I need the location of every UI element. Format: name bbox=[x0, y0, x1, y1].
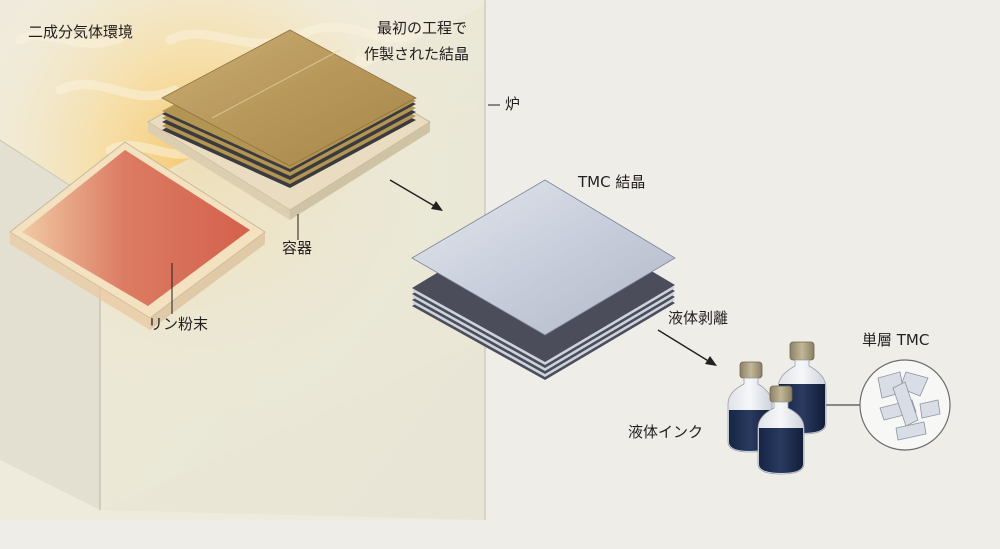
arrow-to-vials bbox=[657, 329, 711, 363]
tmc-crystal-stack bbox=[411, 179, 676, 380]
label-first-crystal-line1: 最初の工程で bbox=[377, 19, 468, 37]
label-phosphorus: リン粉末 bbox=[148, 315, 209, 333]
monolayer-zoom bbox=[859, 359, 951, 451]
phosphorus-tray bbox=[9, 141, 266, 330]
label-environment: 二成分気体環境 bbox=[28, 23, 134, 41]
arrow-to-tmc bbox=[389, 179, 437, 208]
label-monolayer: 単層 TMC bbox=[862, 331, 930, 349]
label-exfoliation: 液体剥離 bbox=[668, 309, 729, 327]
label-first-crystal-line2: 作製された結晶 bbox=[364, 45, 470, 63]
leader-lines bbox=[171, 104, 860, 406]
arrows bbox=[389, 179, 717, 366]
label-furnace: 炉 bbox=[505, 95, 521, 113]
label-container: 容器 bbox=[282, 239, 313, 257]
label-tmc-crystal: TMC 結晶 bbox=[578, 173, 646, 191]
vial-front bbox=[757, 385, 805, 475]
label-liquid-ink: 液体インク bbox=[628, 423, 704, 441]
first-crystal-stack bbox=[147, 29, 431, 220]
